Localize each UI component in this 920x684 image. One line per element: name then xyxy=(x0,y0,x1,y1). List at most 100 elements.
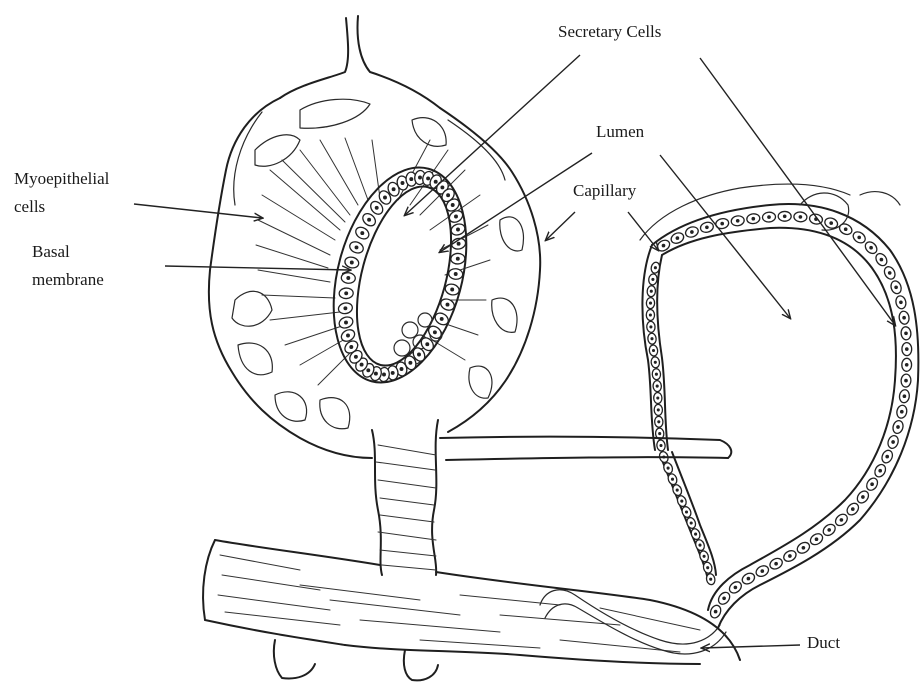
cell-nucleus xyxy=(767,215,771,219)
cell-nucleus xyxy=(829,221,833,225)
cell-nucleus xyxy=(676,489,679,492)
duct-loop xyxy=(640,184,918,628)
cell-nucleus xyxy=(346,276,350,280)
cell-nucleus xyxy=(656,385,659,388)
cell-nucleus xyxy=(869,246,873,250)
cell-nucleus xyxy=(366,368,370,372)
label-myoepithelial-line1: Myoepithelial xyxy=(14,169,110,188)
cell-nucleus xyxy=(714,610,718,614)
cell-nucleus xyxy=(418,176,422,180)
cell-nucleus xyxy=(425,342,429,346)
cell-nucleus xyxy=(367,218,371,222)
cell-nucleus xyxy=(690,230,694,234)
cell-nucleus xyxy=(344,321,348,325)
cell-nucleus xyxy=(344,291,348,295)
cell-nucleus xyxy=(649,325,652,328)
label-capillary: Capillary xyxy=(573,181,637,200)
cell-nucleus xyxy=(649,313,652,316)
cell-nucleus xyxy=(880,258,884,262)
cell-nucleus xyxy=(802,546,806,550)
cell-nucleus xyxy=(685,510,688,513)
label-lumen: Lumen xyxy=(596,122,645,141)
cell-nucleus xyxy=(650,290,653,293)
cell-nucleus xyxy=(705,225,709,229)
cell-nucleus xyxy=(904,379,908,383)
cell-nucleus xyxy=(662,244,666,248)
cell-nucleus xyxy=(346,334,350,338)
cell-nucleus xyxy=(440,317,444,321)
cell-nucleus xyxy=(698,544,701,547)
cell-nucleus xyxy=(747,577,751,581)
cell-nucleus xyxy=(896,425,900,429)
cell-nucleus xyxy=(400,367,404,371)
cell-nucleus xyxy=(667,467,670,470)
cell-nucleus xyxy=(902,316,906,320)
label-secretary-cells: Secretary Cells xyxy=(558,22,661,41)
duct-guide-path xyxy=(657,216,907,619)
cell-nucleus xyxy=(706,566,709,569)
cell-nucleus xyxy=(433,330,437,334)
cell-nucleus xyxy=(391,371,395,375)
cell-nucleus xyxy=(870,482,874,486)
duct-cell-row xyxy=(646,211,912,619)
cell-nucleus xyxy=(456,228,460,232)
cell-nucleus xyxy=(774,562,778,566)
capillary-branch xyxy=(440,437,731,460)
cell-nucleus xyxy=(899,300,903,304)
arrow-capillary-right xyxy=(628,212,658,250)
cell-nucleus xyxy=(840,518,844,522)
cell-nucleus xyxy=(434,180,438,184)
label-duct: Duct xyxy=(807,633,840,652)
cell-nucleus xyxy=(655,373,658,376)
cell-nucleus xyxy=(676,236,680,240)
cell-nucleus xyxy=(722,596,726,600)
cell-nucleus xyxy=(658,432,661,435)
cell-nucleus xyxy=(450,288,454,292)
label-myoepithelial-line2: cells xyxy=(14,197,45,216)
cell-nucleus xyxy=(355,245,359,249)
cell-nucleus xyxy=(894,285,898,289)
cell-nucleus xyxy=(650,337,653,340)
cell-nucleus xyxy=(654,266,657,269)
cell-nucleus xyxy=(690,521,693,524)
cell-nucleus xyxy=(878,469,882,473)
cell-nucleus xyxy=(651,278,654,281)
cell-nucleus xyxy=(656,396,659,399)
arrow-capillary-left xyxy=(546,212,575,240)
cell-nucleus xyxy=(905,347,909,351)
cell-nucleus xyxy=(456,257,460,261)
cell-nucleus xyxy=(417,353,421,357)
cell-nucleus xyxy=(657,420,660,423)
bottom-vessel xyxy=(203,540,740,680)
cell-nucleus xyxy=(904,331,908,335)
cell-nucleus xyxy=(457,242,461,246)
cell-nucleus xyxy=(888,271,892,275)
cell-nucleus xyxy=(799,215,803,219)
cell-nucleus xyxy=(885,455,889,459)
cell-nucleus xyxy=(349,345,353,349)
arrow-secretary-cells-left xyxy=(405,55,580,215)
cell-nucleus xyxy=(891,440,895,444)
cell-nucleus xyxy=(446,303,450,307)
cell-nucleus xyxy=(360,231,364,235)
cell-nucleus xyxy=(354,355,358,359)
cell-nucleus xyxy=(857,236,861,240)
cell-nucleus xyxy=(736,219,740,223)
cell-nucleus xyxy=(844,227,848,231)
cell-nucleus xyxy=(815,537,819,541)
cell-nucleus xyxy=(360,363,364,367)
cell-nucleus xyxy=(720,222,724,226)
cell-nucleus xyxy=(734,586,738,590)
cell-nucleus xyxy=(408,361,412,365)
cell-nucleus xyxy=(783,214,787,218)
cell-nucleus xyxy=(454,272,458,276)
cell-nucleus xyxy=(426,176,430,180)
cell-nucleus xyxy=(382,373,386,377)
cell-nucleus xyxy=(827,528,831,532)
label-basal-line1: Basal xyxy=(32,242,70,261)
arrow-lumen-left xyxy=(440,153,592,252)
cell-nucleus xyxy=(657,408,660,411)
cell-nucleus xyxy=(383,196,387,200)
